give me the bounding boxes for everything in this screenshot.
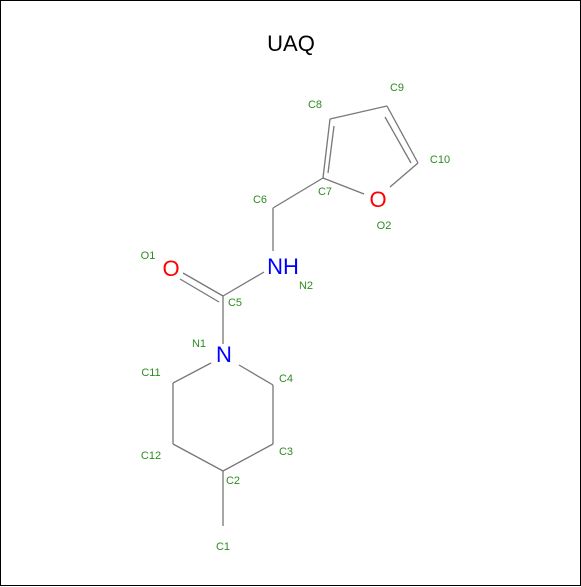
atom-labels: C1 C2 C3 C4 C5 C6 C7 C8 C9 C10 C11 C12 N… — [141, 82, 450, 553]
atom-symbol-n1: N — [216, 342, 232, 367]
bond-c5-o1-a — [182, 272, 224, 297]
bond-c2-c3 — [222, 443, 274, 472]
bond-c2-c12 — [172, 443, 224, 472]
atom-label-c11: C11 — [141, 367, 160, 379]
atom-label-c10: C10 — [430, 154, 450, 166]
atom-symbol-o2: O — [369, 187, 386, 212]
bond-c7-o2 — [322, 177, 365, 195]
bond-c5-o1-b — [179, 278, 220, 303]
bond-c10-o2 — [389, 162, 419, 188]
bond-c7-c8-inner — [327, 125, 335, 174]
bond-c5-n2 — [222, 271, 265, 297]
bond-c8-c9 — [329, 105, 388, 120]
atom-label-o1: O1 — [141, 250, 156, 262]
atom-label-n1: N1 — [192, 338, 206, 350]
atom-symbol-o1: O — [162, 256, 179, 281]
atom-label-c6: C6 — [253, 194, 267, 206]
atom-symbol-n2: NH — [267, 254, 299, 279]
bond-c9-c10 — [386, 105, 419, 164]
atom-label-c5: C5 — [228, 297, 242, 309]
bond-c7-c8 — [322, 118, 331, 179]
atom-label-c4: C4 — [279, 373, 293, 385]
bond-c4-n1 — [238, 364, 274, 386]
atom-label-c8: C8 — [308, 99, 322, 111]
atom-label-c7: C7 — [318, 186, 332, 198]
bonds — [172, 105, 419, 526]
atom-label-o2: O2 — [377, 220, 392, 232]
atom-label-c3: C3 — [279, 446, 293, 458]
bond-c11-n1 — [172, 362, 212, 384]
diagram-title: UAQ — [267, 31, 315, 56]
bond-c6-c7 — [272, 177, 324, 209]
atom-label-c12: C12 — [141, 450, 161, 462]
atom-label-c1: C1 — [216, 541, 230, 553]
bond-c9-c10-inner — [384, 116, 412, 164]
atom-label-c9: C9 — [390, 82, 404, 94]
atom-label-n2: N2 — [299, 280, 313, 292]
atom-label-c2: C2 — [226, 475, 240, 487]
